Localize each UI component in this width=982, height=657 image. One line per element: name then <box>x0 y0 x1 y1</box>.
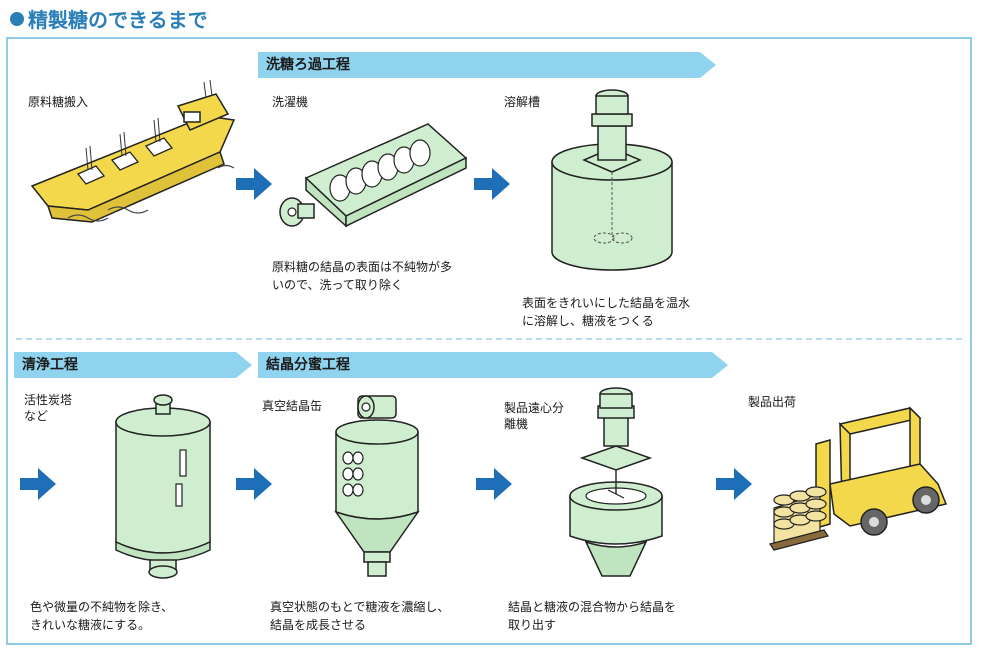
desc-dissolve-line2: に溶解し、糖液をつくる <box>522 314 654 328</box>
desc-vacuum-line2: 結晶を成長させる <box>270 618 367 632</box>
right-arrow-icon <box>236 468 272 500</box>
desc-washer-line2: いので、洗って取り除く <box>272 278 403 292</box>
desc-vacuum-line1: 真空状態のもとで糖液を濃縮し、 <box>270 600 450 614</box>
title-bullet-icon <box>10 11 24 26</box>
right-arrow-icon <box>236 168 272 200</box>
desc-dissolve: 表面をきれいにした結晶を温水 に溶解し、糖液をつくる <box>522 294 690 330</box>
ship-icon <box>30 79 236 223</box>
step-label-shipping: 製品出荷 <box>748 395 797 409</box>
step-label-centrifuge-line2: 離機 <box>504 417 529 431</box>
dissolving-tank-icon <box>551 89 673 271</box>
desc-centrifuge-line2: 取り出す <box>508 618 557 632</box>
banner-wash-filtration: 洗糖ろ過工程 <box>258 52 716 78</box>
step-label-centrifuge: 製品遠心分 離機 <box>504 400 564 432</box>
forklift-icon <box>769 406 948 551</box>
desc-carbon-line2: きれいな糖液にする。 <box>30 618 151 632</box>
carbon-tower-icon <box>115 394 211 579</box>
step-label-washer: 洗濯機 <box>272 95 309 109</box>
right-arrow-icon <box>474 168 510 200</box>
desc-washer-line1: 原料糖の結晶の表面は不純物が多 <box>272 260 453 274</box>
page-title: 精製糖のできるまで <box>10 4 208 33</box>
step-label-activated-carbon-line1: 活性炭塔 <box>24 393 73 407</box>
step-label-activated-carbon: 活性炭塔 など <box>24 392 72 424</box>
washer-icon <box>279 123 468 228</box>
vacuum-pan-icon <box>334 395 420 577</box>
step-label-raw-import: 原料糖搬入 <box>28 95 89 109</box>
step-label-dissolve-tank: 溶解槽 <box>504 95 541 109</box>
row-divider <box>16 338 962 340</box>
banner-clarification: 清浄工程 <box>14 352 252 378</box>
step-label-vacuum-pan: 真空結晶缶 <box>262 399 323 413</box>
page-title-text: 精製糖のできるまで <box>28 8 208 32</box>
desc-washer: 原料糖の結晶の表面は不純物が多 いので、洗って取り除く <box>272 258 452 294</box>
desc-centrifuge-line1: 結晶と糖液の混合物から結晶を <box>508 600 677 614</box>
right-arrow-icon <box>20 468 56 500</box>
desc-centrifuge: 結晶と糖液の混合物から結晶を 取り出す <box>508 598 676 634</box>
process-frame <box>6 37 972 645</box>
desc-dissolve-line1: 表面をきれいにした結晶を温水 <box>522 296 691 310</box>
step-label-activated-carbon-line2: など <box>24 409 49 423</box>
right-arrow-icon <box>716 468 752 500</box>
step-label-centrifuge-line1: 製品遠心分 <box>504 401 565 415</box>
desc-vacuum: 真空状態のもとで糖液を濃縮し、 結晶を成長させる <box>270 598 449 634</box>
right-arrow-icon <box>476 468 512 500</box>
desc-carbon-line1: 色や微量の不純物を除き、 <box>30 600 174 614</box>
banner-crystallization: 結晶分蜜工程 <box>258 352 728 378</box>
desc-carbon: 色や微量の不純物を除き、 きれいな糖液にする。 <box>30 598 173 634</box>
centrifuge-icon <box>569 387 663 577</box>
